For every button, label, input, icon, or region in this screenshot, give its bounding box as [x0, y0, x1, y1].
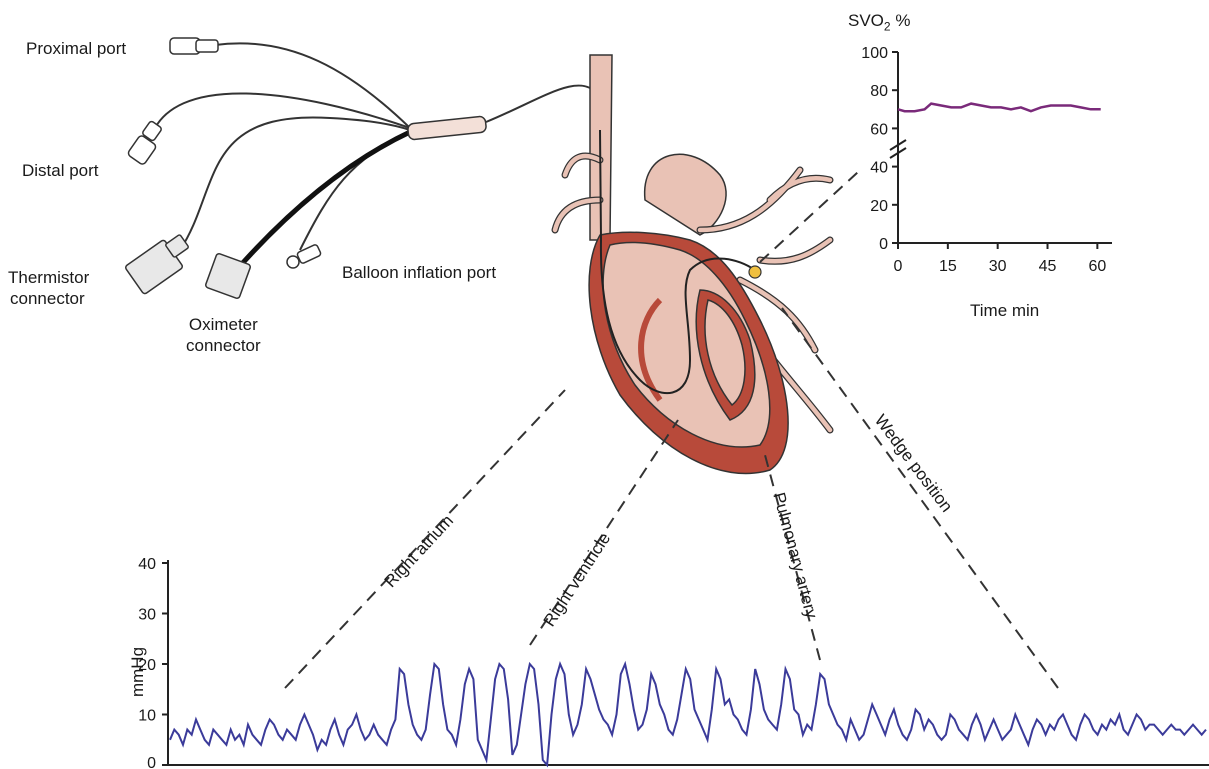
- pressure-series-line: [169, 660, 1207, 768]
- svo2-x-ticks: 0 15 30 45 60: [894, 243, 1106, 275]
- svo2-y-tick-label: 100: [861, 45, 888, 62]
- thermistor-line1: Thermistor: [8, 268, 90, 287]
- oximeter-cable: [230, 129, 412, 277]
- thermistor-connector-label: Thermistor connector: [8, 267, 89, 309]
- oximeter-line1: Oximeter: [188, 315, 258, 334]
- svo2-x-tick-label: 30: [989, 258, 1007, 275]
- distal-port-label: Distal port: [22, 161, 99, 180]
- svo2-x-axis-label: Time min: [970, 301, 1040, 320]
- svo2-x-tick-label: 45: [1039, 258, 1057, 275]
- svo2-y-tick-label: 0: [879, 236, 888, 253]
- balloon-port-shape: [286, 244, 322, 269]
- thermistor-line2: connector: [10, 289, 85, 308]
- distal-port-connector: [127, 120, 162, 165]
- oximeter-connector-label: Oximeter connector: [186, 314, 261, 356]
- oximeter-line2: connector: [186, 336, 261, 355]
- pressure-y-tick-label: 10: [138, 708, 156, 725]
- svo2-y-tick-label: 80: [870, 83, 888, 100]
- pressure-axes: [167, 560, 1209, 766]
- svo2-y-tick-label: 20: [870, 198, 888, 215]
- svo2-title-main: SVO: [848, 11, 884, 30]
- svo2-x-tick-label: 0: [894, 258, 903, 275]
- svo2-title-unit: %: [890, 11, 911, 30]
- svo2-y-tick-label: 60: [870, 121, 888, 138]
- svo2-x-tick-label: 60: [1088, 258, 1106, 275]
- heart-drawing: [551, 54, 834, 475]
- svo2-y-tick-label: 40: [870, 160, 888, 177]
- oximeter-connector-shape: [205, 253, 251, 299]
- svo2-series-line: [897, 102, 1101, 113]
- pressure-y-axis-label: mmHg: [128, 646, 147, 698]
- pressure-y-tick-label: 0: [147, 755, 156, 769]
- svo2-axes: [889, 52, 1112, 244]
- catheter-lines: [149, 42, 411, 251]
- pressure-y-tick-label: 40: [138, 556, 156, 573]
- svo2-y-ticks: 100 80 60 40 20 0: [861, 45, 898, 253]
- pressure-y-tick-label: 30: [138, 607, 156, 624]
- balloon-inflation-port-label: Balloon inflation port: [342, 263, 497, 282]
- balloon-tip: [748, 265, 762, 279]
- proximal-port-label: Proximal port: [26, 39, 127, 58]
- catheter-hub: [407, 84, 601, 141]
- proximal-port-connector: [169, 37, 219, 55]
- svo2-title-sub: 2: [883, 19, 891, 34]
- catheter-in-heart: [599, 129, 756, 395]
- svo2-x-tick-label: 15: [939, 258, 957, 275]
- pressure-y-tick-label: 20: [138, 657, 156, 674]
- svo2-chart-title: SVO2 %: [848, 10, 910, 37]
- thermistor-connector-shape: [125, 234, 189, 295]
- pressure-y-ticks: 40 30 20 10 0: [138, 556, 168, 769]
- leader-lines: [284, 171, 1059, 689]
